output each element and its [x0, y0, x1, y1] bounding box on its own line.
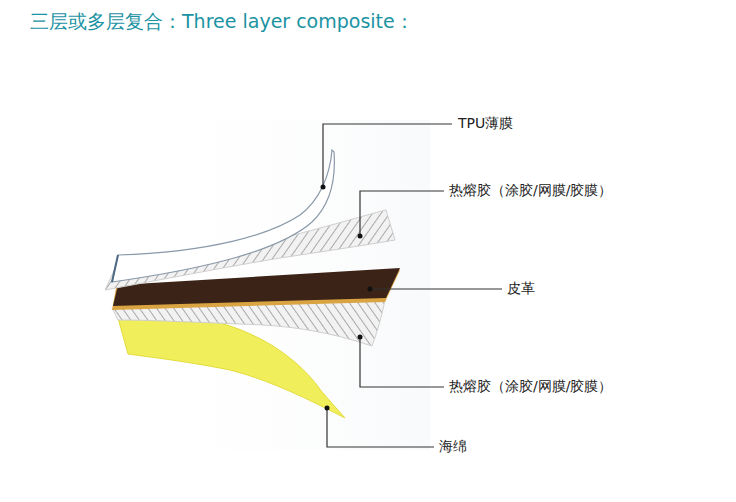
part-label: 热熔胶（涂胶/网膜/胶膜） [449, 378, 612, 396]
part-label: 热熔胶（涂胶/网膜/胶膜） [449, 182, 612, 200]
part-label: TPU薄膜 [458, 115, 513, 133]
diagram-title: 三层或多层复合：Three layer composite： [30, 9, 414, 35]
part-label: 皮革 [507, 280, 535, 298]
part-label: 海绵 [439, 438, 467, 456]
